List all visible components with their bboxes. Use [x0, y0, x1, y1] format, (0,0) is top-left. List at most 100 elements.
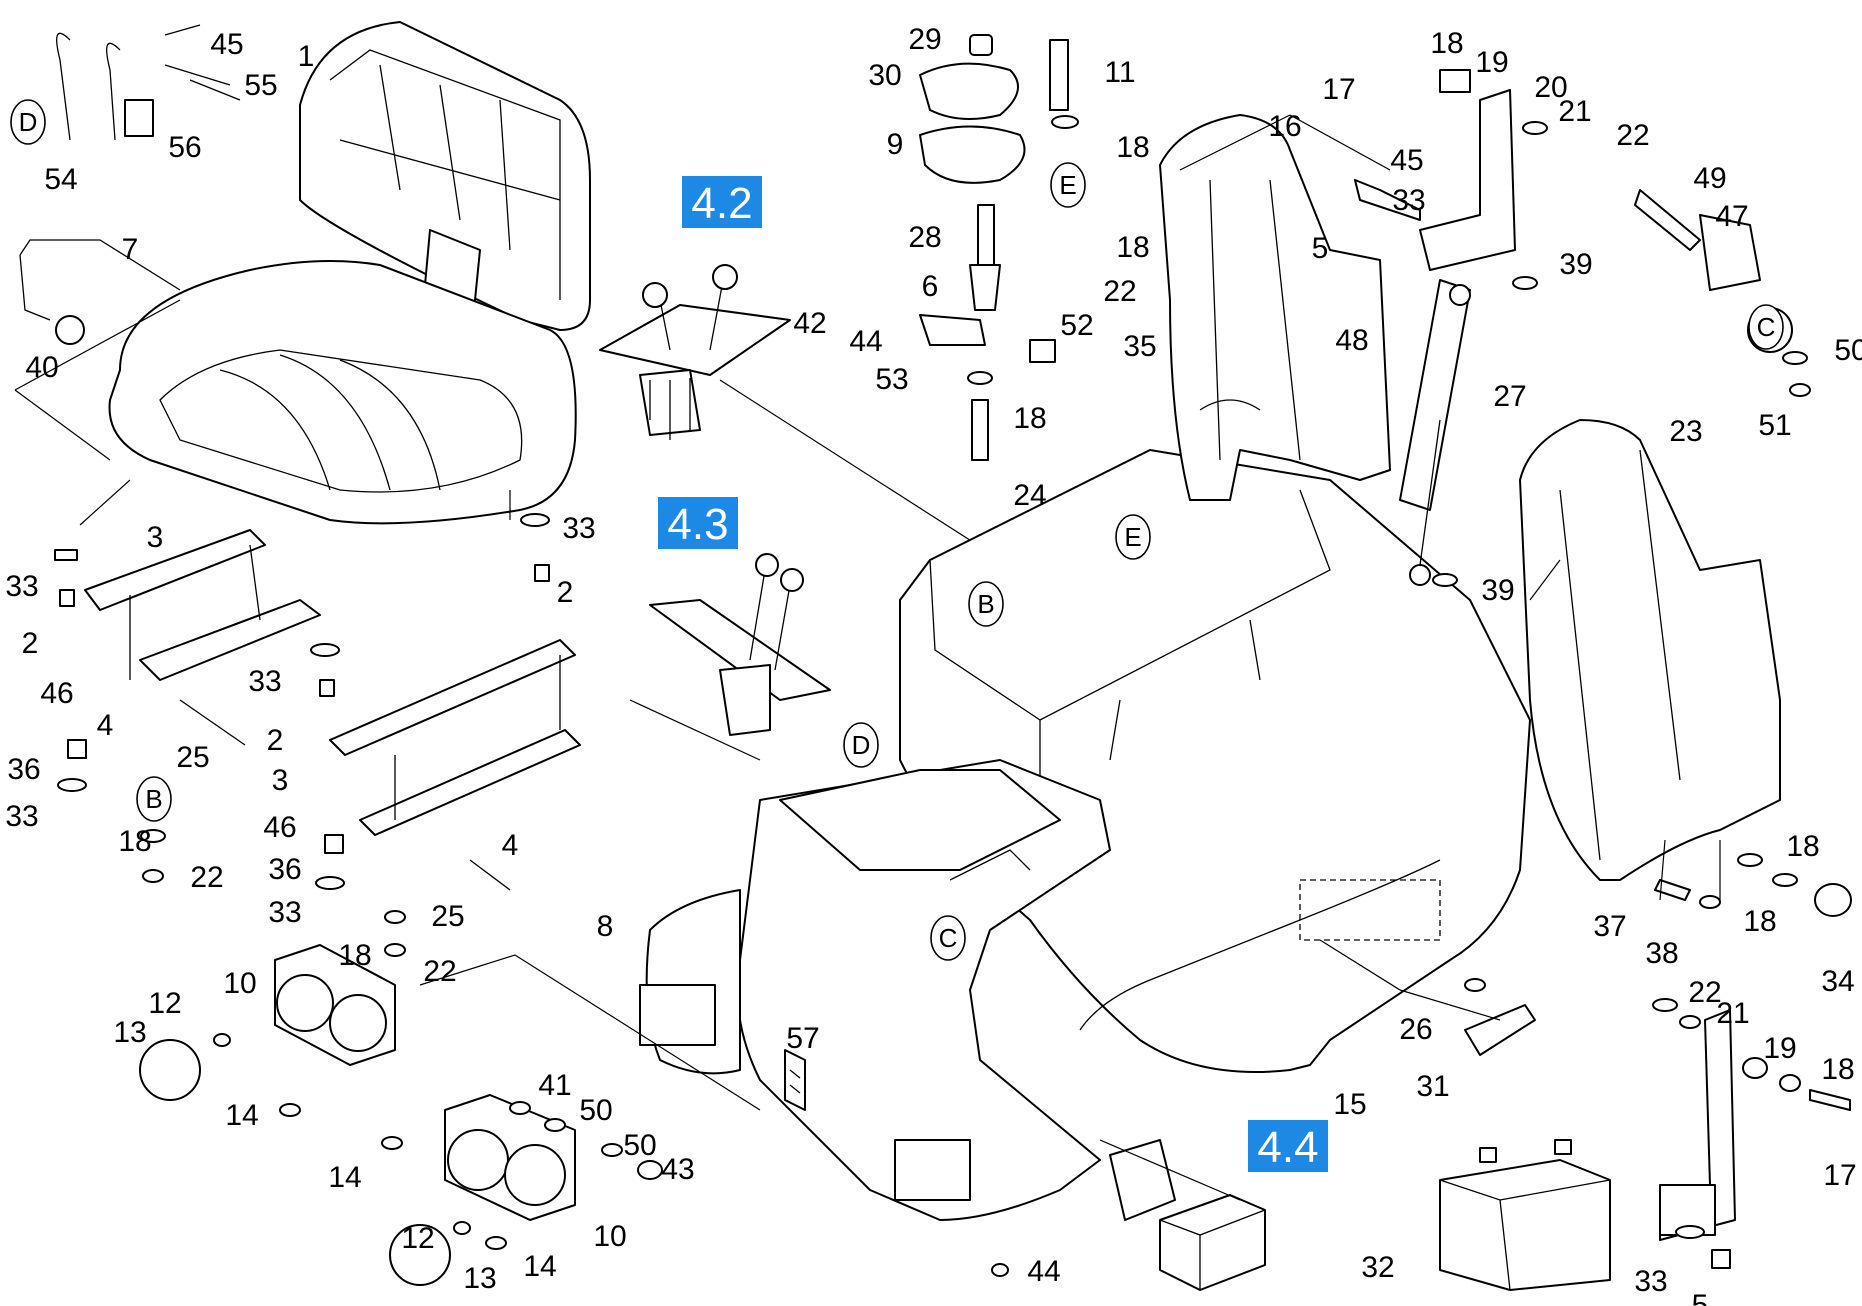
part-number-label: 13 [463, 1262, 496, 1295]
part-number-label: 53 [875, 363, 908, 396]
section-badges: 4.2 4.3 4.4 [658, 176, 1328, 1172]
connection-marker: B [968, 581, 1004, 627]
part-number-label: 15 [1333, 1088, 1366, 1121]
control-module-4-4 [1109, 1139, 1266, 1291]
seat-cushion [108, 260, 577, 525]
part-number-label: 14 [225, 1099, 258, 1132]
leader-lines [14, 114, 1721, 1201]
part-number-label: 29 [908, 23, 941, 56]
svg-text:D: D [852, 730, 871, 760]
bracket-47 [1634, 189, 1811, 397]
part-number-label: 4 [502, 829, 519, 862]
part-number-label: 22 [1616, 119, 1649, 152]
section-badge[interactable]: 4.4 [1248, 1120, 1328, 1172]
svg-text:D: D [19, 107, 38, 137]
part-number-label: 17 [1823, 1159, 1856, 1192]
part-number-label: 7 [122, 233, 139, 266]
connection-marker: E [1115, 514, 1151, 560]
part-number-label: 14 [328, 1161, 361, 1194]
part-number-label: 55 [244, 69, 277, 102]
svg-text:C: C [1757, 312, 1776, 342]
part-number-label: 36 [7, 753, 40, 786]
connection-marker: D [10, 99, 46, 145]
part-number-label: 13 [113, 1016, 146, 1049]
part-number-label: 36 [268, 853, 301, 886]
cab-frame-pillar [1159, 114, 1391, 501]
part-number-label: 3 [147, 521, 164, 554]
connection-marker: C [930, 915, 966, 961]
connection-marker: C [1748, 304, 1784, 350]
part-number-label: 50 [579, 1094, 612, 1127]
part-number-label: 6 [922, 270, 939, 303]
part-number-label: 40 [25, 351, 58, 384]
gas-strut-and-bracket [1354, 69, 1548, 587]
part-number-label: 47 [1715, 200, 1748, 233]
section-badge[interactable]: 4.3 [658, 497, 738, 549]
joystick-assembly-4-3 [629, 553, 831, 761]
part-number-label: 46 [263, 811, 296, 844]
part-number-label: 21 [1716, 997, 1749, 1030]
part-number-label: 5 [1692, 1289, 1709, 1306]
part-number-label: 20 [1534, 71, 1567, 104]
part-number-label: 44 [1027, 1255, 1060, 1288]
part-number-label: 25 [431, 900, 464, 933]
part-number-label: 3 [272, 764, 289, 797]
part-number-label: 27 [1493, 380, 1526, 413]
part-number-label: 18 [1430, 27, 1463, 60]
connection-markers: D D E E B B C C [10, 99, 1784, 961]
part-number-label: 1 [298, 40, 315, 73]
part-number-label: 43 [661, 1153, 694, 1186]
part-number-label: 33 [268, 896, 301, 929]
part-number-label: 23 [1669, 415, 1702, 448]
svg-text:E: E [1059, 170, 1076, 200]
section-badge[interactable]: 4.2 [682, 176, 762, 228]
part-number-label: 22 [1103, 275, 1136, 308]
knob-34 [1654, 853, 1852, 917]
part-number-label: 18 [338, 939, 371, 972]
part-number-label: 10 [223, 967, 256, 1000]
part-number-label: 18 [1116, 131, 1149, 164]
part-number-label: 38 [1645, 937, 1678, 970]
connection-marker: B [136, 776, 172, 822]
part-number-label: 50 [623, 1129, 656, 1162]
part-number-label: 30 [868, 59, 901, 92]
part-number-label: 26 [1399, 1013, 1432, 1046]
part-number-label: 24 [1013, 479, 1046, 512]
svg-text:E: E [1124, 522, 1141, 552]
part-number-label: 11 [1104, 56, 1135, 89]
grille-31 [991, 978, 1536, 1277]
part-number-label: 46 [40, 677, 73, 710]
part-number-label: 12 [401, 1222, 434, 1255]
part-number-label: 14 [523, 1250, 556, 1283]
bracket-lower-right [1652, 998, 1851, 1269]
part-number-label: 16 [1268, 110, 1301, 143]
part-number-label: 17 [1322, 73, 1355, 106]
seat-rails-right [329, 639, 581, 891]
part-number-label: 45 [210, 28, 243, 61]
part-number-label: 19 [1763, 1032, 1796, 1065]
part-number-label: 22 [1688, 976, 1721, 1009]
part-drawings [14, 21, 1852, 1291]
part-number-label: 18 [1116, 231, 1149, 264]
part-number-label: 33 [562, 512, 595, 545]
cab-body [899, 449, 1531, 1073]
part-number-label: 48 [1335, 324, 1368, 357]
part-number-label: 41 [538, 1069, 571, 1102]
part-labels: 1222334455678910101112121313141414151617… [5, 23, 1862, 1306]
part-number-label: 9 [887, 128, 904, 161]
part-number-label: 33 [248, 665, 281, 698]
part-number-label: 45 [1390, 144, 1423, 177]
part-number-label: 34 [1821, 965, 1854, 998]
connection-marker: E [1050, 162, 1086, 208]
headlight-lower [381, 1094, 663, 1286]
part-number-label: 52 [1060, 309, 1093, 342]
part-number-label: 35 [1123, 330, 1156, 363]
part-number-label: 39 [1481, 574, 1514, 607]
part-number-label: 18 [1013, 402, 1046, 435]
part-number-label: 37 [1593, 910, 1626, 943]
part-number-label: 33 [5, 570, 38, 603]
part-number-label: 44 [849, 325, 882, 358]
part-number-label: 2 [22, 627, 39, 660]
connection-marker: D [843, 722, 879, 768]
